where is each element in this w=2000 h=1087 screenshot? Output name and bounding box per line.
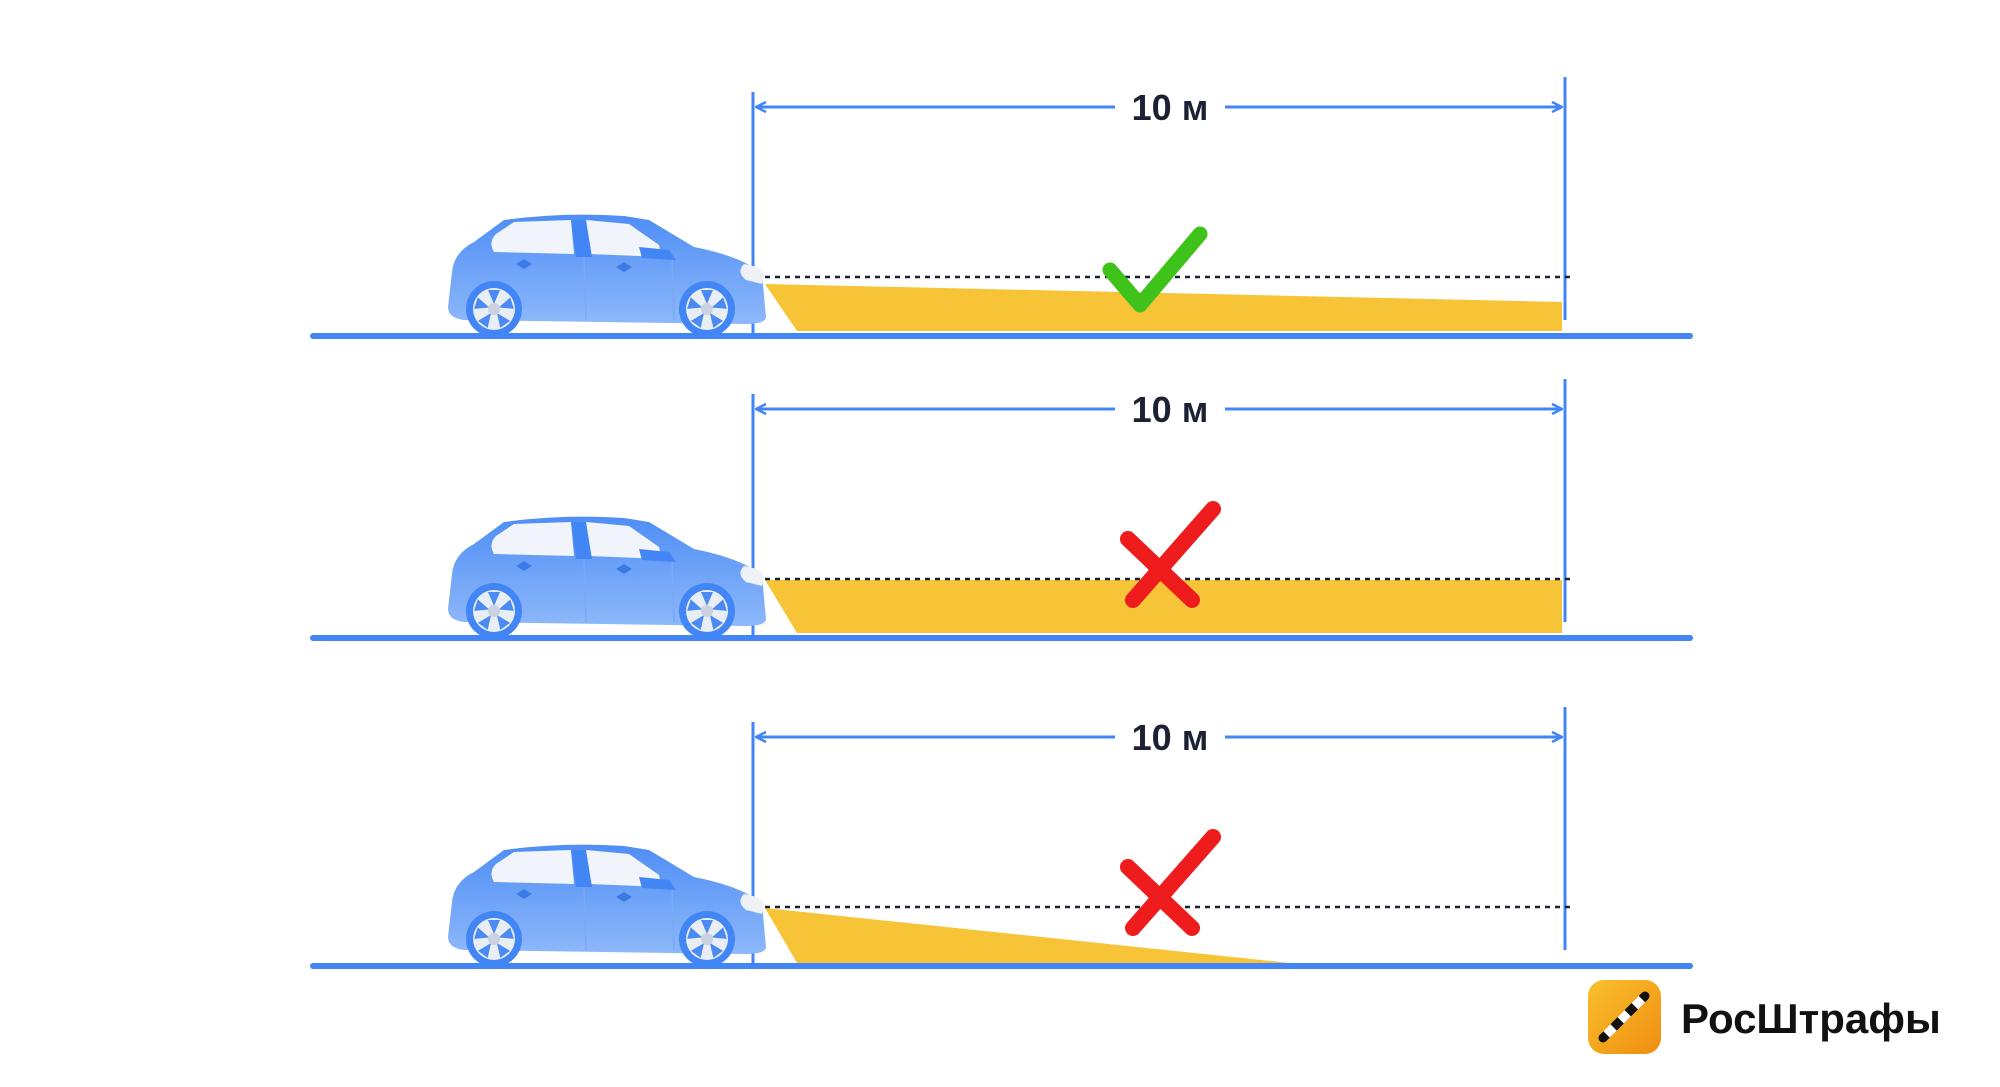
panel-too-high: 10 м	[310, 379, 1693, 641]
light-beam	[765, 908, 1290, 963]
distance-label: 10 м	[1132, 389, 1209, 430]
check-icon	[1102, 226, 1208, 313]
cross-icon	[1120, 829, 1221, 936]
panel-too-low: 10 м	[310, 707, 1693, 969]
rosshtrafy-logo: РосШтрафы	[1588, 980, 1941, 1054]
light-beam	[765, 284, 1562, 331]
logo-text: РосШтрафы	[1681, 995, 1941, 1042]
distance-label: 10 м	[1132, 87, 1209, 128]
cross-icon	[1120, 501, 1221, 608]
car	[448, 845, 766, 967]
panel-correct: 10 м	[310, 77, 1693, 339]
car	[448, 215, 766, 337]
light-beam	[765, 580, 1562, 633]
distance-label: 10 м	[1132, 717, 1209, 758]
car	[448, 517, 766, 639]
